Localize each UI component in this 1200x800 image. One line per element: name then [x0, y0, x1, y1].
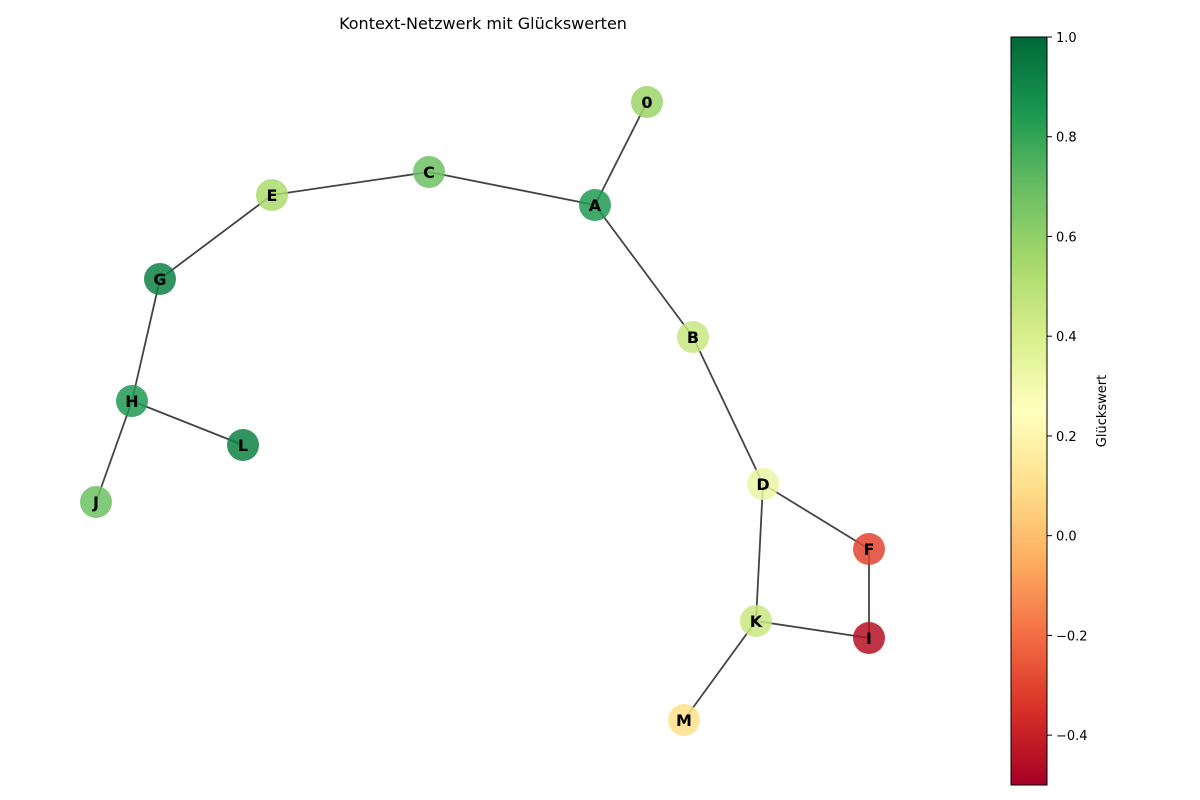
- edge-H-J: [95, 400, 133, 503]
- edge-K-I: [755, 620, 870, 639]
- colorbar-gradient: [1010, 36, 1048, 786]
- node-label-F: F: [864, 540, 875, 559]
- node-circle-C[interactable]: [413, 156, 445, 188]
- node-I[interactable]: I: [853, 622, 885, 654]
- node-A[interactable]: A: [579, 189, 611, 221]
- node-B[interactable]: B: [677, 321, 709, 353]
- node-label-D: D: [756, 475, 769, 494]
- node-layer: 0A B C D E F G H I J K L M: [80, 86, 885, 736]
- node-label-L: L: [238, 436, 248, 455]
- node-circle-A[interactable]: [579, 189, 611, 221]
- node-label-H: H: [125, 392, 138, 411]
- node-D[interactable]: D: [747, 468, 779, 500]
- node-G[interactable]: G: [144, 263, 176, 295]
- node-label-E: E: [267, 186, 278, 205]
- node-circle-0[interactable]: [631, 86, 663, 118]
- colorbar-tick-label-−0.4: −0.4: [1056, 729, 1088, 744]
- node-circle-B[interactable]: [677, 321, 709, 353]
- node-circle-J[interactable]: [80, 486, 112, 518]
- colorbar-tick-label-0.4: 0.4: [1056, 330, 1077, 345]
- colorbar: 1.0 0.8 0.6 0.4 0.2 0.0 −0.2 −0.4 Glückswert: [1010, 31, 1110, 786]
- edge-H-L: [131, 400, 244, 446]
- edge-C-E: [271, 171, 430, 196]
- node-K[interactable]: K: [740, 605, 772, 637]
- node-label-C: C: [423, 163, 435, 182]
- node-label-J: J: [92, 493, 99, 512]
- node-circle-D[interactable]: [747, 468, 779, 500]
- node-F[interactable]: F: [853, 533, 885, 565]
- node-circle-H[interactable]: [116, 385, 148, 417]
- node-label-G: G: [153, 270, 166, 289]
- node-circle-E[interactable]: [256, 179, 288, 211]
- node-label-K: K: [750, 612, 763, 631]
- colorbar-tick-label-0.8: 0.8: [1056, 131, 1077, 146]
- colorbar-label: Glückswert: [1095, 375, 1110, 447]
- colorbar-tick-label-1.0: 1.0: [1056, 31, 1077, 46]
- node-circle-I[interactable]: [853, 622, 885, 654]
- node-J[interactable]: J: [80, 486, 112, 518]
- node-L[interactable]: L: [227, 429, 259, 461]
- colorbar-tick-label-0.0: 0.0: [1056, 530, 1077, 545]
- node-label-I: I: [866, 629, 872, 648]
- node-E[interactable]: E: [256, 179, 288, 211]
- edge-A-B: [594, 204, 694, 338]
- node-circle-G[interactable]: [144, 263, 176, 295]
- node-circle-K[interactable]: [740, 605, 772, 637]
- edge-D-F: [762, 483, 870, 550]
- node-H[interactable]: H: [116, 385, 148, 417]
- node-0[interactable]: 0: [631, 86, 663, 118]
- node-M[interactable]: M: [668, 704, 700, 736]
- node-label-A: A: [589, 196, 602, 215]
- node-label-B: B: [687, 328, 699, 347]
- colorbar-ticks: 1.0 0.8 0.6 0.4 0.2 0.0 −0.2 −0.4: [1047, 31, 1088, 744]
- node-circle-M[interactable]: [668, 704, 700, 736]
- edge-0-A: [594, 101, 648, 206]
- node-label-0: 0: [641, 93, 652, 112]
- edge-A-C: [428, 171, 596, 206]
- node-label-M: M: [676, 711, 692, 730]
- chart-title: Kontext-Netzwerk mit Glückswerten: [339, 14, 627, 33]
- edge-B-D: [692, 336, 764, 485]
- colorbar-tick-label-−0.2: −0.2: [1056, 629, 1088, 644]
- edge-G-H: [131, 278, 161, 402]
- edge-K-M: [683, 620, 757, 721]
- colorbar-tick-label-0.6: 0.6: [1056, 230, 1077, 245]
- node-circle-L[interactable]: [227, 429, 259, 461]
- edge-E-G: [159, 194, 273, 280]
- node-circle-F[interactable]: [853, 533, 885, 565]
- node-C[interactable]: C: [413, 156, 445, 188]
- edge-D-K: [755, 483, 764, 622]
- colorbar-tick-label-0.2: 0.2: [1056, 430, 1077, 445]
